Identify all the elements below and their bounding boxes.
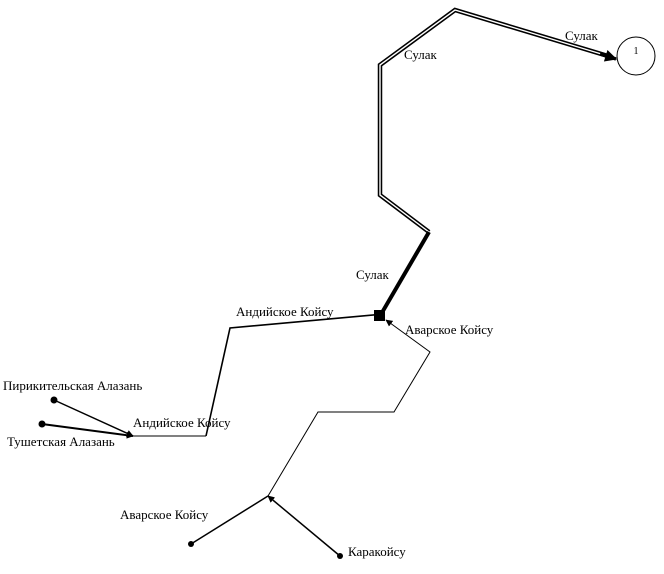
label-sulak-top: Сулак	[565, 28, 599, 43]
tushetskaya-tributary	[38, 420, 134, 439]
label-pirikitelskaya-alazan: Пирикительская Алазань	[3, 378, 142, 393]
label-sulak-lower: Сулак	[356, 267, 390, 282]
andiyskoe-koysu-upper-line	[205, 311, 385, 437]
sulak-thick-segment	[378, 230, 431, 318]
label-andiyskoe-koysu-lower: Андийское Койсу	[133, 415, 231, 430]
label-sulak-upper: Сулак	[404, 47, 438, 62]
outlet-label: 1	[634, 46, 639, 57]
label-tushetskaya-alazan: Тушетская Алазань	[7, 434, 115, 449]
pirikitelskaya-tributary	[50, 396, 134, 437]
outlet-node: 1	[616, 36, 656, 76]
karakoysu-tributary	[267, 495, 343, 559]
sulak-double-channel	[377, 7, 618, 234]
label-avarskoe-koysu-lower: Аварское Койсу	[120, 507, 209, 522]
label-avarskoe-koysu-upper: Аварское Койсу	[405, 322, 494, 337]
avarskoe-koysu-lower-tributary	[188, 495, 269, 547]
label-andiyskoe-koysu-upper: Андийское Койсу	[236, 304, 334, 319]
label-karakoysu: Каракойсу	[348, 544, 406, 559]
avarskoe-koysu-upper-line	[267, 319, 431, 497]
